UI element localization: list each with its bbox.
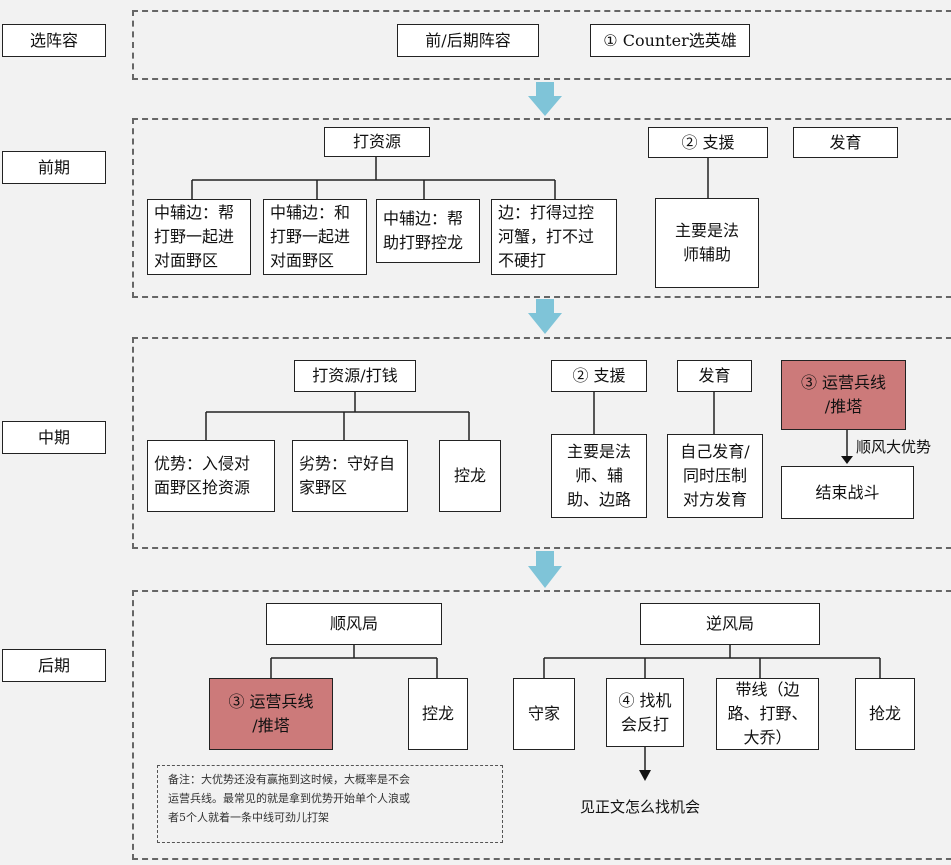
- late-wave-push-box: ③ 运营兵线 /推塔: [209, 678, 333, 750]
- early-jungle-box-3: 中辅边：帮 助打野控龙: [376, 199, 480, 263]
- counter-pick-box: ① Counter选英雄: [590, 24, 750, 57]
- late-ahead-box: 顺风局: [266, 603, 442, 645]
- mid-develop-box: 发育: [677, 360, 752, 392]
- lineup-box: 前/后期阵容: [397, 24, 539, 57]
- mid-wave-push-box: ③ 运营兵线 /推塔: [781, 360, 906, 430]
- mid-disadvantage-box: 劣势：守好自 家野区: [292, 440, 408, 512]
- section-late: [132, 590, 951, 860]
- late-steal-dragon-box: 抢龙: [855, 678, 915, 750]
- section-mid: [132, 337, 951, 549]
- mid-support-detail-box: 主要是法 师、辅 助、边路: [551, 434, 647, 518]
- phase-label-mid: 中期: [2, 421, 106, 454]
- late-note: 备注：大优势还没有赢拖到这时候，大概率是不会 运营兵线。最常见的就是拿到优势开始…: [157, 765, 503, 843]
- section-early: [132, 118, 951, 298]
- mid-develop-detail-box: 自己发育/ 同时压制 对方发育: [667, 434, 763, 518]
- early-jungle-box-1: 中辅边：帮 打野一起进 对面野区: [147, 199, 251, 275]
- mid-support-box: ② 支援: [551, 360, 647, 392]
- late-behind-box: 逆风局: [640, 603, 820, 645]
- early-support-box: ② 支援: [648, 127, 768, 158]
- late-defend-base-box: 守家: [513, 678, 575, 750]
- late-dragon-box: 控龙: [408, 678, 468, 750]
- mid-tailwind-label: 顺风大优势: [856, 438, 932, 456]
- mid-advantage-box: 优势：入侵对 面野区抢资源: [147, 440, 275, 512]
- mid-dragon-box: 控龙: [439, 440, 501, 512]
- late-counter-attack-box: ④ 找机 会反打: [606, 678, 684, 747]
- section-pick: [132, 10, 951, 80]
- late-see-text: 见正文怎么找机会: [580, 798, 701, 816]
- phase-label-late: 后期: [2, 649, 106, 682]
- early-jungle-box-2: 中辅边：和 打野一起进 对面野区: [263, 199, 367, 275]
- phase-label-early: 前期: [2, 151, 106, 184]
- early-jungle-box-4: 边：打得过控 河蟹，打不过 不硬打: [491, 199, 617, 275]
- early-support-detail-box: 主要是法 师辅助: [655, 198, 759, 288]
- early-develop-box: 发育: [793, 127, 898, 158]
- late-split-push-box: 带线（边 路、打野、 大乔）: [716, 678, 819, 750]
- early-resource-box: 打资源: [324, 127, 430, 157]
- mid-end-battle-box: 结束战斗: [781, 466, 914, 519]
- mid-resource-box: 打资源/打钱: [294, 360, 416, 392]
- phase-label-pick: 选阵容: [2, 24, 106, 57]
